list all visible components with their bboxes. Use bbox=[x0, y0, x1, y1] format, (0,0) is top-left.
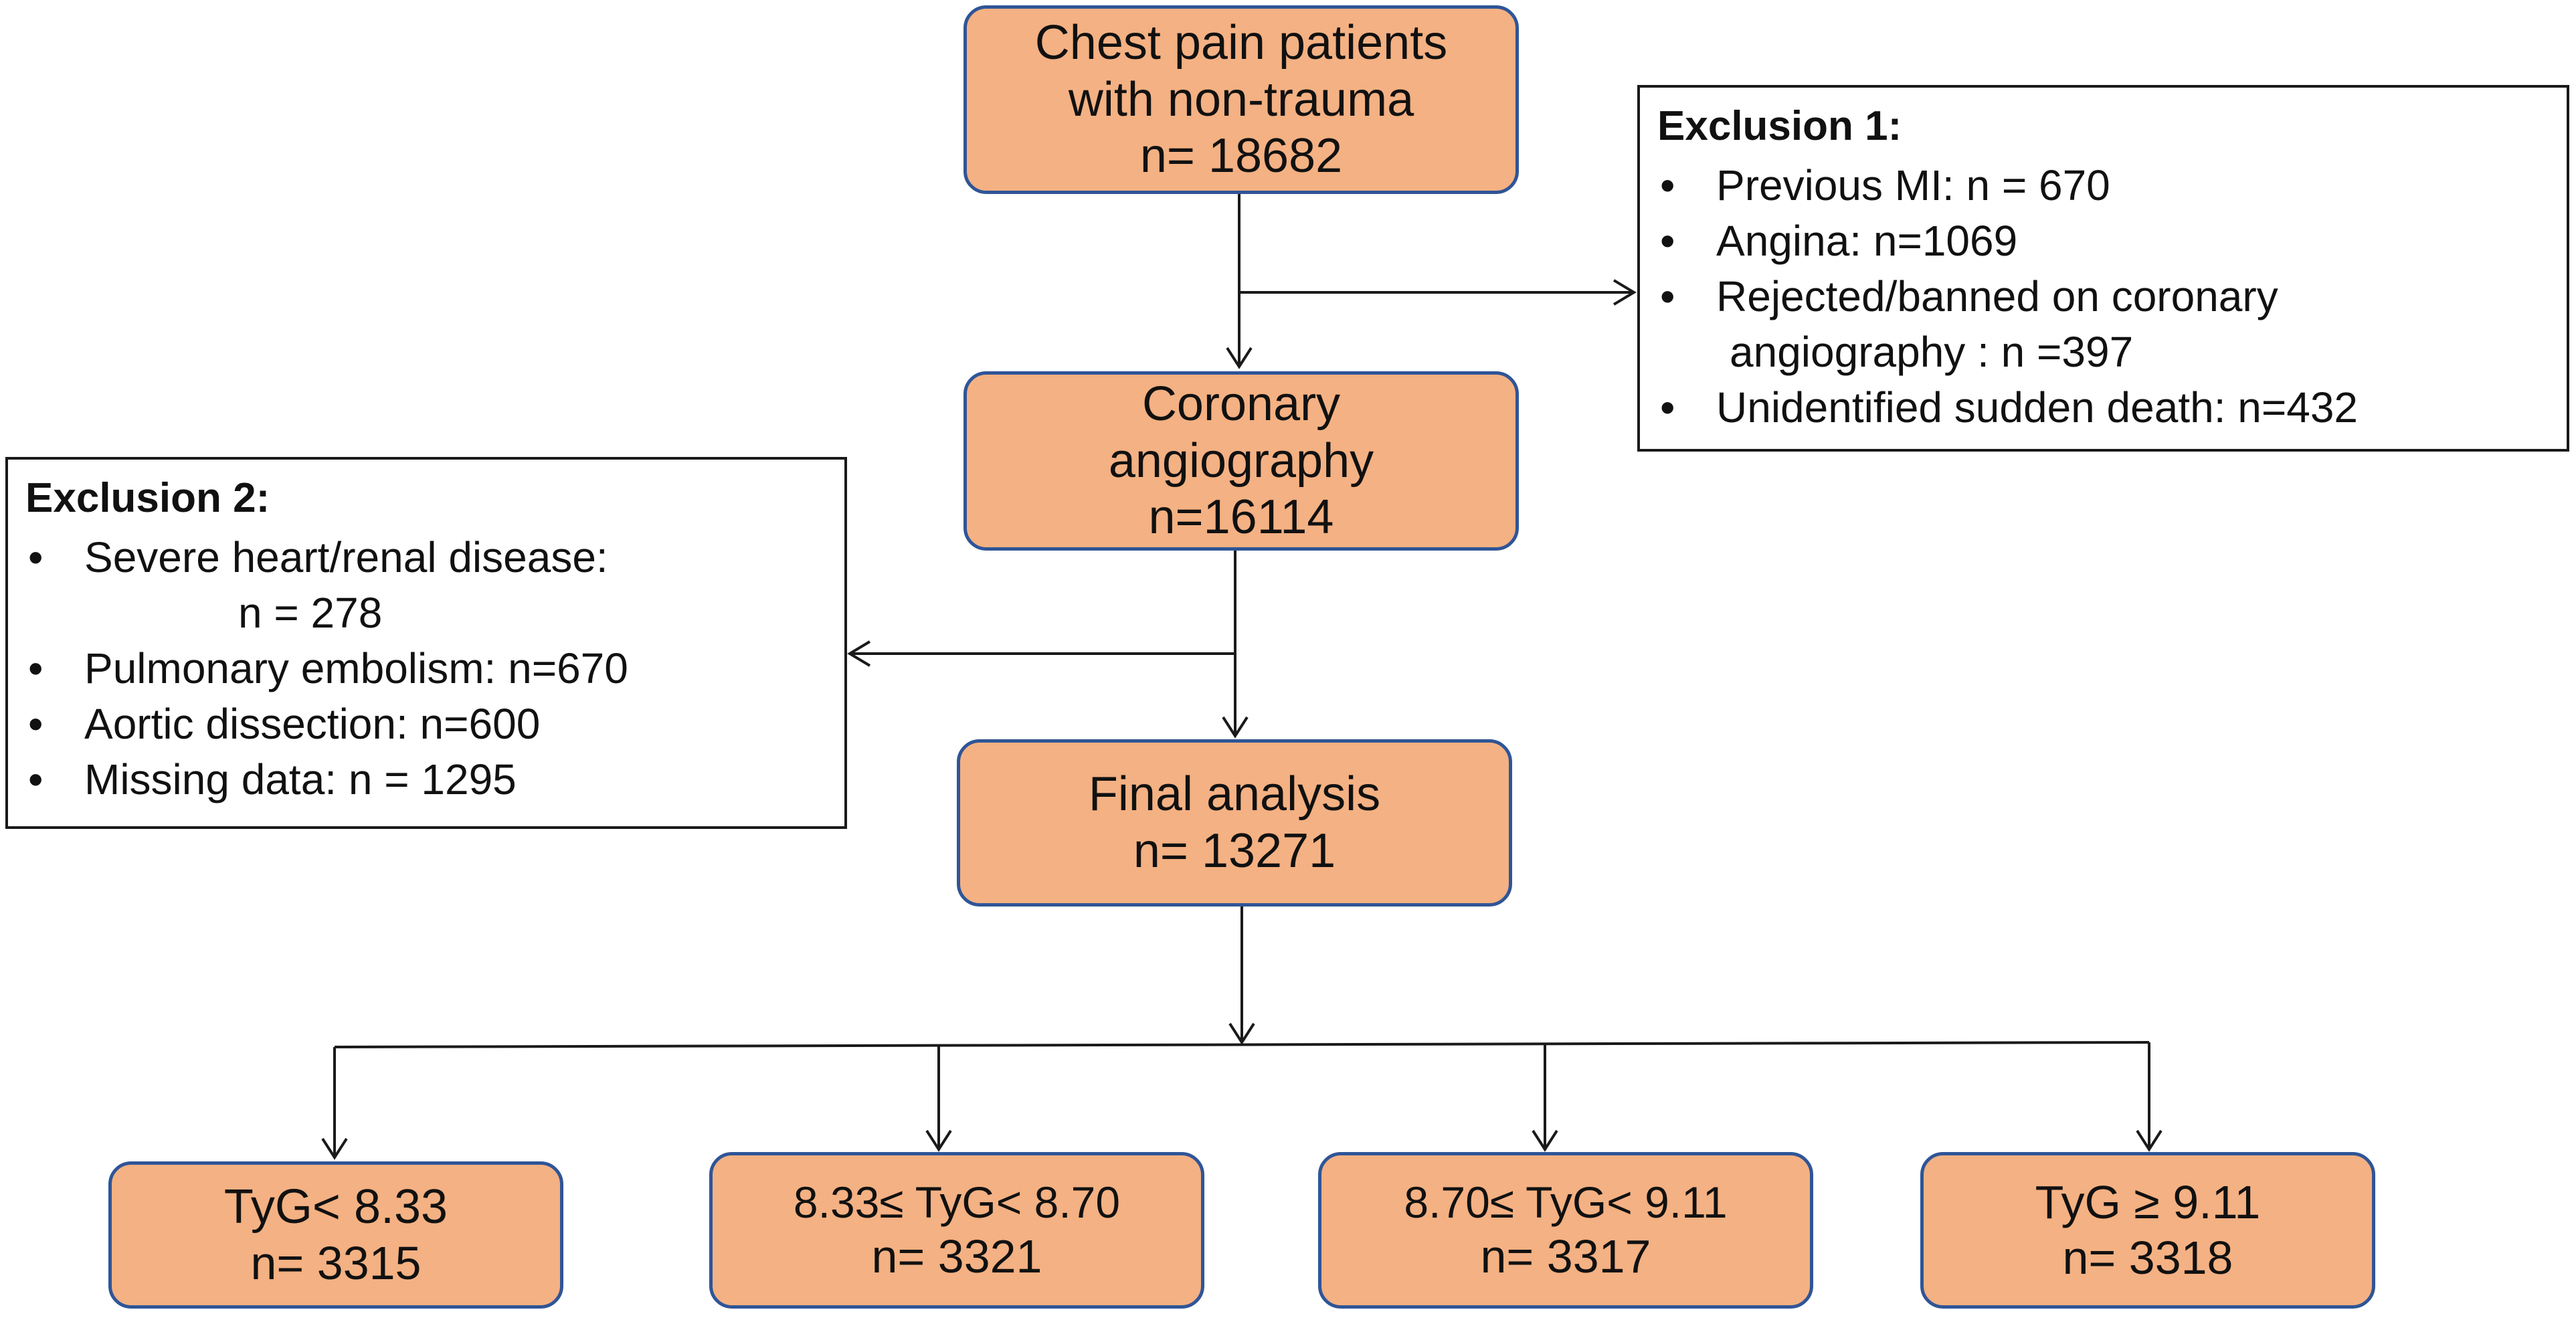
exclusion-item-text: Severe heart/renal disease: bbox=[84, 533, 608, 581]
exclusion-item: Severe heart/renal disease: n = 278 bbox=[25, 530, 827, 641]
group-count: n= 3315 bbox=[250, 1237, 422, 1290]
exclusion-item: Unidentified sudden death: n=432 bbox=[1657, 380, 2549, 436]
exclusion-item: Pulmonary embolism: n=670 bbox=[25, 641, 827, 696]
node-text: Chest pain patients bbox=[1034, 15, 1448, 70]
exclusion-item: Missing data: n = 1295 bbox=[25, 752, 827, 808]
arrow-to-group-1 bbox=[321, 1137, 348, 1160]
node-count: n=16114 bbox=[1148, 490, 1334, 545]
exclusion-2-title: Exclusion 2: bbox=[25, 475, 270, 521]
group-label: TyG ≥ 9.11 bbox=[2035, 1176, 2261, 1229]
exclusion-1-box: Exclusion 1: Previous MI: n = 670 Angina… bbox=[1637, 85, 2569, 452]
group-label: 8.33≤ TyG< 8.70 bbox=[793, 1177, 1121, 1227]
node-final-analysis: Final analysis n= 13271 bbox=[957, 739, 1512, 907]
arrow-coronary-to-final bbox=[1222, 716, 1249, 739]
node-group-3: 8.70≤ TyG< 9.11 n= 3317 bbox=[1318, 1152, 1813, 1309]
arrow-to-group-2 bbox=[925, 1129, 952, 1152]
arrow-to-group-4 bbox=[2136, 1129, 2163, 1152]
exclusion-item: Angina: n=1069 bbox=[1657, 213, 2549, 269]
exclusion-item-continuation: angiography : n =397 bbox=[1730, 328, 2134, 377]
group-label: TyG< 8.33 bbox=[223, 1180, 448, 1234]
node-count: n= 18682 bbox=[1139, 129, 1343, 183]
exclusion-2-box: Exclusion 2: Severe heart/renal disease:… bbox=[5, 457, 847, 829]
node-coronary-angiography: Coronary angiography n=16114 bbox=[963, 371, 1519, 551]
exclusion-item-text: Angina: n=1069 bbox=[1716, 216, 2018, 265]
node-chest-pain-patients: Chest pain patients with non-trauma n= 1… bbox=[963, 5, 1519, 194]
arrow-to-group-3 bbox=[1532, 1129, 1558, 1152]
node-group-1: TyG< 8.33 n= 3315 bbox=[108, 1161, 563, 1309]
exclusion-1-title: Exclusion 1: bbox=[1657, 103, 1902, 149]
arrow-to-exclusion-2 bbox=[847, 640, 871, 667]
node-text: angiography bbox=[1108, 434, 1374, 488]
exclusion-item: Rejected/banned on coronary angiography … bbox=[1657, 269, 2549, 380]
group-count: n= 3321 bbox=[871, 1230, 1042, 1282]
node-count: n= 13271 bbox=[1133, 824, 1336, 878]
group-label: 8.70≤ TyG< 9.11 bbox=[1404, 1177, 1728, 1227]
exclusion-item-text: Pulmonary embolism: n=670 bbox=[84, 644, 628, 692]
arrow-final-to-split bbox=[1228, 1022, 1255, 1045]
node-group-4: TyG ≥ 9.11 n= 3318 bbox=[1920, 1152, 2375, 1309]
node-group-2: 8.33≤ TyG< 8.70 n= 3321 bbox=[709, 1152, 1204, 1309]
arrow-top-to-coronary bbox=[1226, 347, 1253, 369]
group-count: n= 3318 bbox=[2062, 1232, 2233, 1284]
node-text: Coronary bbox=[1141, 377, 1341, 431]
node-text: with non-trauma bbox=[1068, 72, 1414, 126]
exclusion-item-text: Rejected/banned on coronary bbox=[1716, 272, 2278, 320]
exclusion-item-text: Unidentified sudden death: n=432 bbox=[1716, 383, 2358, 432]
connector-split-bar bbox=[334, 1041, 2150, 1048]
arrow-to-exclusion-1 bbox=[1613, 279, 1637, 306]
exclusion-item: Previous MI: n = 670 bbox=[1657, 158, 2549, 213]
exclusion-item-continuation: n = 278 bbox=[238, 588, 383, 637]
exclusion-2-list: Severe heart/renal disease: n = 278 Pulm… bbox=[25, 530, 827, 808]
exclusion-item-text: Missing data: n = 1295 bbox=[84, 755, 517, 804]
exclusion-item-text: Aortic dissection: n=600 bbox=[84, 700, 541, 749]
exclusion-item: Aortic dissection: n=600 bbox=[25, 696, 827, 752]
node-text: Final analysis bbox=[1088, 767, 1381, 822]
exclusion-item-text: Previous MI: n = 670 bbox=[1716, 161, 2110, 209]
exclusion-1-list: Previous MI: n = 670 Angina: n=1069 Reje… bbox=[1657, 158, 2549, 436]
group-count: n= 3317 bbox=[1480, 1230, 1651, 1282]
